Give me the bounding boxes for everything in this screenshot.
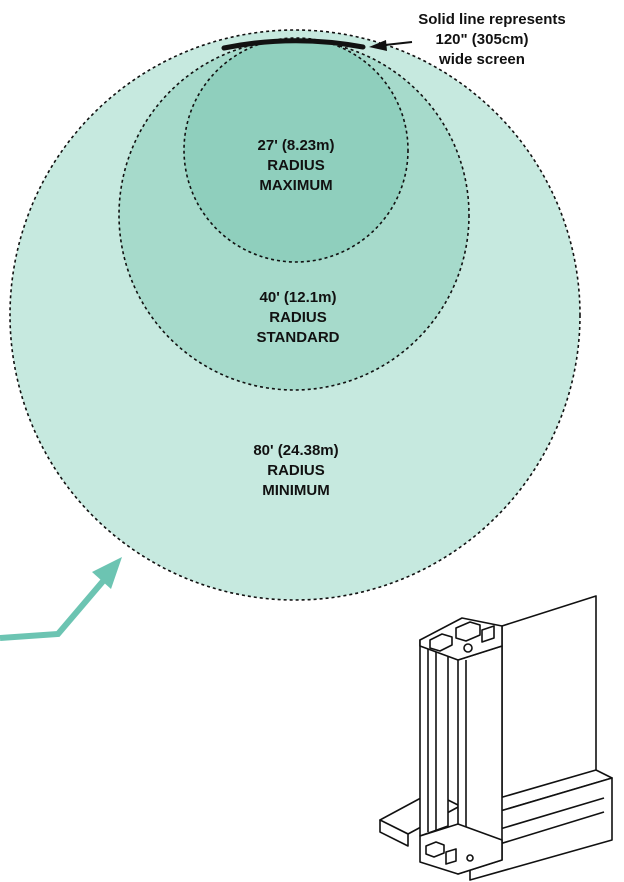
arrow-up-right-icon xyxy=(0,557,122,641)
minimum-distance-label: 80' (24.38m) xyxy=(253,442,338,459)
callout-line-3: wide screen xyxy=(438,51,525,68)
maximum-radius-label: RADIUS xyxy=(267,157,325,174)
screen-line xyxy=(221,38,366,51)
standard-type-label: STANDARD xyxy=(256,329,339,346)
aluminum-frame-profile-icon xyxy=(379,595,613,881)
minimum-radius-label: RADIUS xyxy=(267,462,325,479)
maximum-radius-zone xyxy=(183,37,409,263)
minimum-type-label: MINIMUM xyxy=(262,482,330,499)
callout-leader-arrow xyxy=(369,40,413,51)
standard-distance-label: 40' (12.1m) xyxy=(260,289,337,306)
maximum-type-label: MAXIMUM xyxy=(259,177,332,194)
callout-line-2: 120" (305cm) xyxy=(435,31,528,48)
maximum-distance-label: 27' (8.23m) xyxy=(258,137,335,154)
standard-radius-label: RADIUS xyxy=(269,309,327,326)
callout-line-1: Solid line represents xyxy=(418,11,566,28)
